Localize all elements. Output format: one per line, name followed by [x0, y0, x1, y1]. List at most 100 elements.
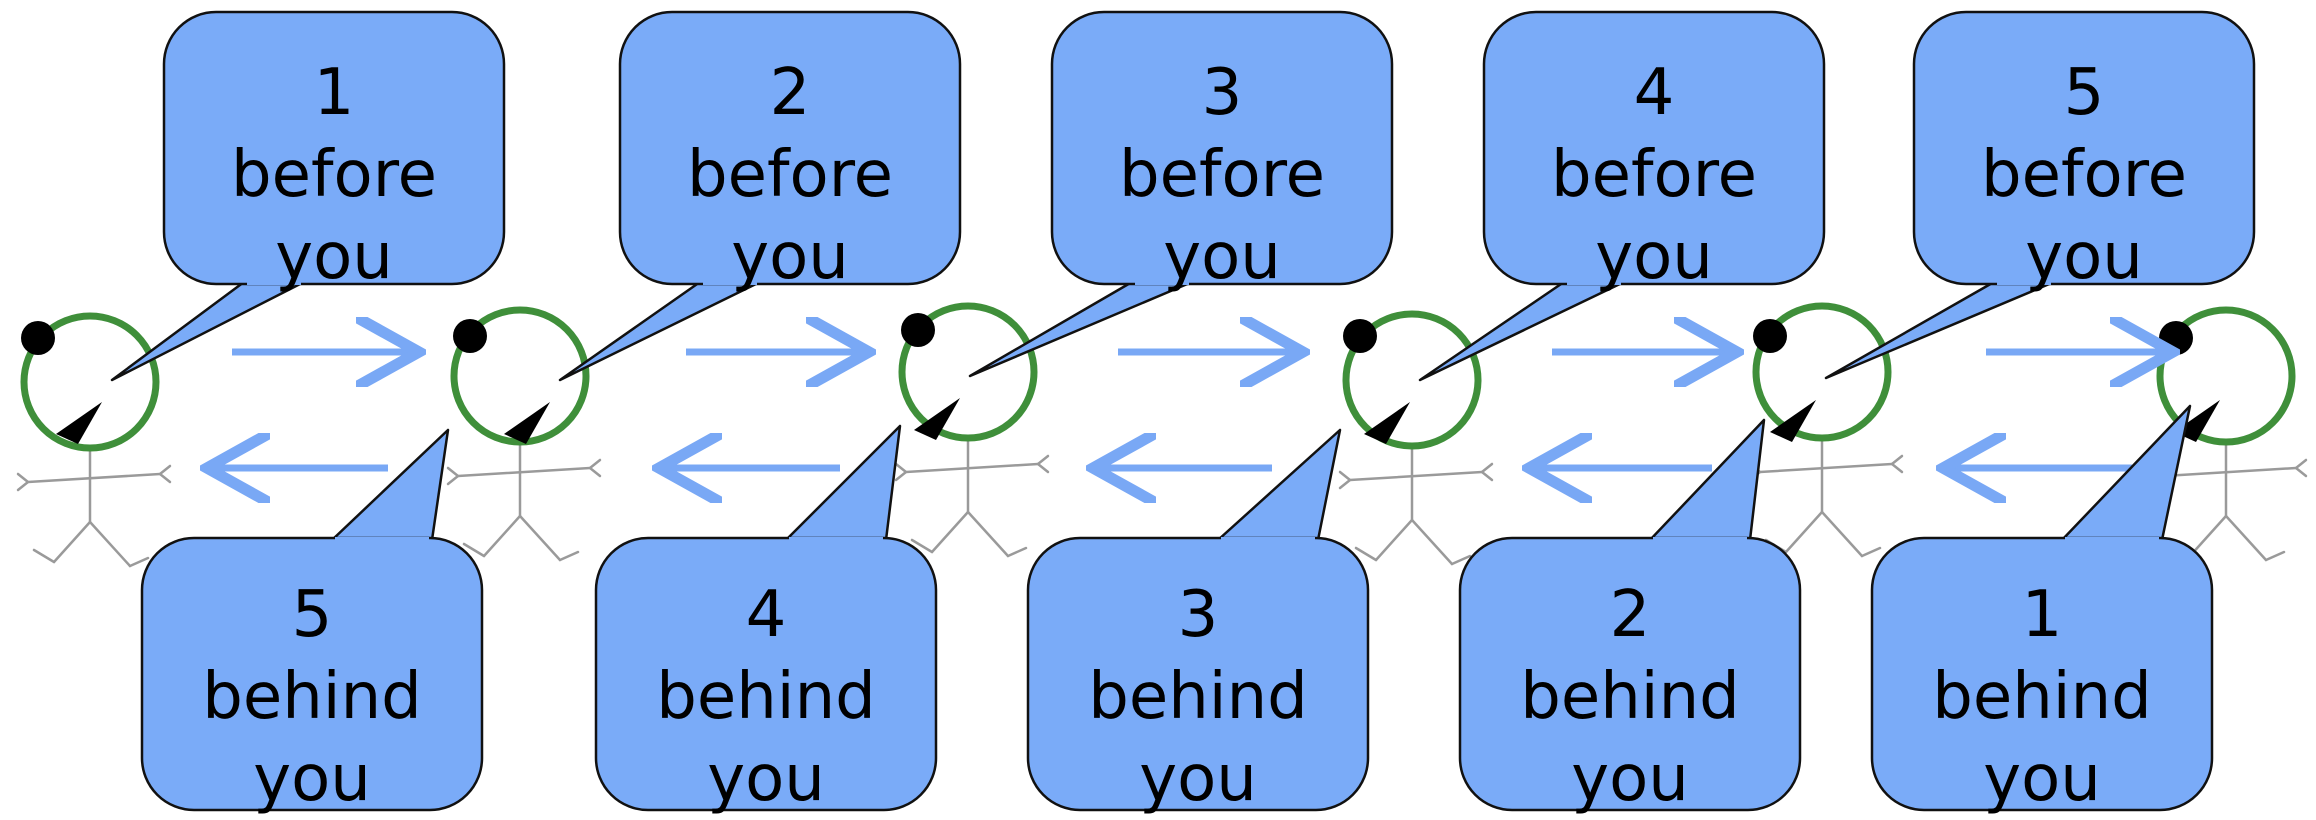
speech-tail [1649, 418, 1766, 541]
top-speech-bubbles: 1 before you 2 before you 3 before you 4 before you… [110, 10, 2256, 382]
speech-tail-join [1997, 280, 2051, 285]
bubble-line-word: before [1551, 138, 1757, 212]
head-ring-icon [898, 302, 1038, 442]
speech-box [1458, 536, 1802, 812]
speech-tail-join [1567, 280, 1621, 285]
speech-tail [1418, 280, 1625, 382]
bubble-line-word: behind [1088, 660, 1308, 734]
speech-tail-join [1135, 280, 1189, 285]
bottom-speech-bubbles: 5 behind you 4 behind you 3 behind you 2 behind you… [140, 404, 2214, 816]
people-row [16, 302, 2308, 568]
bubble-line-number: 5 [2064, 56, 2105, 130]
bubble-line-tail: you [1595, 220, 1713, 294]
bubble-line-word: behind [202, 660, 422, 734]
top-bubble-1: 1 before you [110, 10, 506, 382]
pointer-beak-icon [1770, 400, 1816, 442]
bubble-line-word: before [231, 138, 437, 212]
bubble-line-tail: you [275, 220, 393, 294]
bubble-line-word: behind [1932, 660, 2152, 734]
speech-tail [968, 280, 1193, 378]
top-bubble-3: 3 before you [968, 10, 1394, 378]
bubble-line-word: before [687, 138, 893, 212]
stick-figure-icon [894, 436, 1050, 558]
speech-tail-join [247, 280, 301, 285]
bubble-line-tail: you [1571, 742, 1689, 816]
speech-box [618, 10, 962, 286]
bubble-line-tail: you [253, 742, 371, 816]
stick-figure-icon [1338, 444, 1494, 566]
person-4 [1338, 310, 1494, 566]
pointer-beak-icon [914, 398, 960, 440]
ring-marker-dot-icon [901, 313, 935, 347]
speech-box [1870, 536, 2214, 812]
ring-marker-dot-icon [1753, 319, 1787, 353]
speech-tail [331, 428, 450, 541]
bubble-line-number: 4 [746, 578, 787, 652]
speech-tail-join [335, 537, 429, 542]
arrows-row [214, 352, 2166, 468]
bubble-line-word: before [1981, 138, 2187, 212]
stick-figure-icon [446, 440, 602, 562]
speech-tail [110, 280, 305, 382]
person-3 [894, 302, 1050, 558]
speech-tail [1217, 428, 1342, 541]
head-ring-icon [450, 306, 590, 446]
head-ring-icon [20, 312, 160, 452]
speech-tail-join [1221, 537, 1315, 542]
speech-box [1050, 10, 1394, 286]
head-ring-icon [1342, 310, 1482, 450]
speech-tail [558, 280, 761, 382]
bubble-line-tail: you [707, 742, 825, 816]
bubble-line-number: 4 [1634, 56, 1675, 130]
bubble-line-tail: you [1163, 220, 1281, 294]
speech-box [1026, 536, 1370, 812]
top-bubble-4: 4 before you [1418, 10, 1826, 382]
bubble-line-tail: you [731, 220, 849, 294]
bubble-line-tail: you [2025, 220, 2143, 294]
person-2 [446, 306, 602, 562]
bottom-bubble-2: 4 behind you [594, 424, 938, 816]
bubble-line-number: 3 [1202, 56, 1243, 130]
ring-marker-dot-icon [453, 319, 487, 353]
bubble-line-tail: you [1983, 742, 2101, 816]
stick-figure-icon [2152, 440, 2308, 562]
pointer-beak-icon [1364, 402, 1410, 444]
speech-tail [785, 424, 902, 541]
head-ring-icon [1752, 302, 1892, 442]
pointer-beak-icon [504, 402, 550, 444]
bubble-line-number: 1 [2022, 578, 2063, 652]
speech-tail-join [703, 280, 757, 285]
pointer-beak-icon [56, 402, 102, 444]
speech-tail [1824, 280, 2055, 380]
bubble-line-number: 3 [1178, 578, 1219, 652]
bottom-bubble-5: 1 behind you [1870, 404, 2214, 816]
bubble-line-word: behind [656, 660, 876, 734]
bottom-bubble-1: 5 behind you [140, 428, 484, 816]
speech-tail-join [789, 537, 883, 542]
speech-box [1482, 10, 1826, 286]
speech-tail-join [1653, 537, 1747, 542]
speech-box [140, 536, 484, 812]
top-bubble-2: 2 before you [558, 10, 962, 382]
speech-tail-join [2065, 537, 2159, 542]
bubble-line-number: 2 [770, 56, 811, 130]
speech-box [162, 10, 506, 286]
person-1 [16, 312, 172, 568]
ring-marker-dot-icon [1343, 319, 1377, 353]
stick-figure-icon [1748, 436, 1904, 558]
person-5 [1748, 302, 1904, 558]
speech-tail [2061, 404, 2192, 541]
bubble-line-word: behind [1520, 660, 1740, 734]
bottom-bubble-3: 3 behind you [1026, 428, 1370, 816]
ring-marker-dot-icon [21, 321, 55, 355]
speech-box [1912, 10, 2256, 286]
bottom-bubble-4: 2 behind you [1458, 418, 1802, 816]
bubble-line-word: before [1119, 138, 1325, 212]
speech-box [594, 536, 938, 812]
bubble-line-number: 1 [314, 56, 355, 130]
stick-figure-icon [16, 446, 172, 568]
bubble-line-number: 2 [1610, 578, 1651, 652]
bubble-line-number: 5 [292, 578, 333, 652]
bubble-line-tail: you [1139, 742, 1257, 816]
